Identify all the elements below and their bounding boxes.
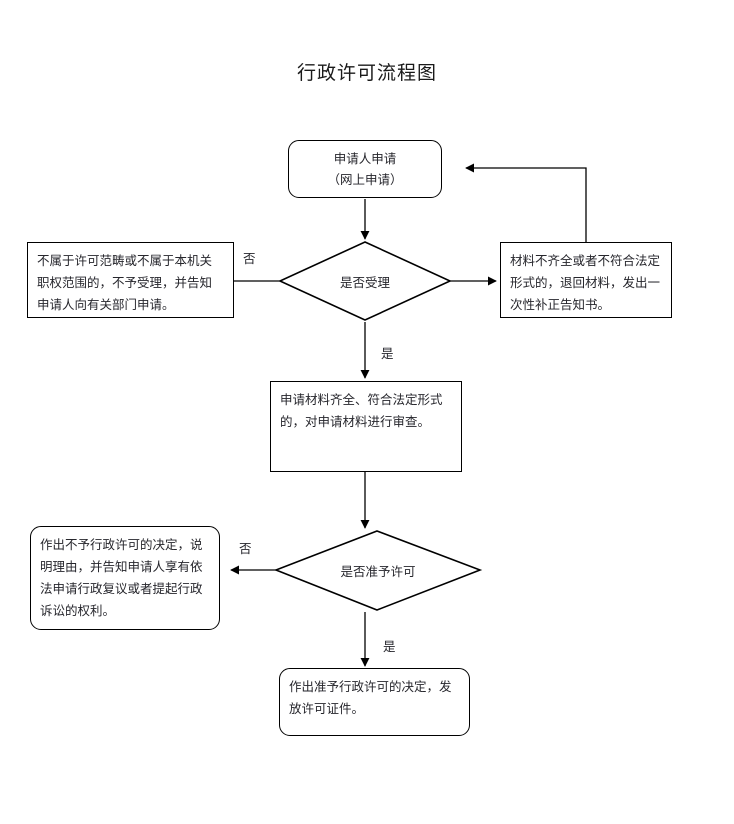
node-applicant-apply[interactable]: 申请人申请 （网上申请） [288, 140, 442, 198]
node-applicant-apply-label: 申请人申请 （网上申请） [327, 150, 403, 187]
node-deny-license[interactable]: 作出不予行政许可的决定，说明理由，并告知申请人享有依法申请行政复议或者提起行政诉… [30, 526, 220, 630]
edge-label-approve-yes: 是 [383, 639, 396, 654]
node-review-materials-label: 申请材料齐全、符合法定形式的，对申请材料进行审查。 [280, 392, 443, 429]
edge-label-accept-yes: 是 [381, 346, 394, 361]
edge-incomplete-return [465, 163, 587, 242]
edge-label-accept-no: 否 [243, 251, 256, 266]
node-incomplete-materials[interactable]: 材料不齐全或者不符合法定形式的，退回材料，发出一次性补正告知书。 [500, 242, 672, 318]
edge-label-approve-no: 否 [239, 541, 252, 556]
node-reject-not-in-scope-label: 不属于许可范畴或不属于本机关职权范围的，不予受理，并告知申请人向有关部门申请。 [37, 253, 213, 312]
diamond-accept-outline [278, 241, 452, 321]
node-deny-license-label: 作出不予行政许可的决定，说明理由，并告知申请人享有依法申请行政复议或者提起行政诉… [40, 537, 203, 618]
node-review-materials[interactable]: 申请材料齐全、符合法定形式的，对申请材料进行审查。 [270, 381, 462, 472]
diamond-approve-outline [273, 530, 483, 611]
node-grant-license[interactable]: 作出准予行政许可的决定，发放许可证件。 [279, 668, 470, 736]
page-title: 行政许可流程图 [296, 62, 437, 84]
node-reject-not-in-scope[interactable]: 不属于许可范畴或不属于本机关职权范围的，不予受理，并告知申请人向有关部门申请。 [27, 242, 234, 318]
node-grant-license-label: 作出准予行政许可的决定，发放许可证件。 [289, 679, 452, 716]
node-incomplete-materials-label: 材料不齐全或者不符合法定形式的，退回材料，发出一次性补正告知书。 [510, 253, 661, 312]
